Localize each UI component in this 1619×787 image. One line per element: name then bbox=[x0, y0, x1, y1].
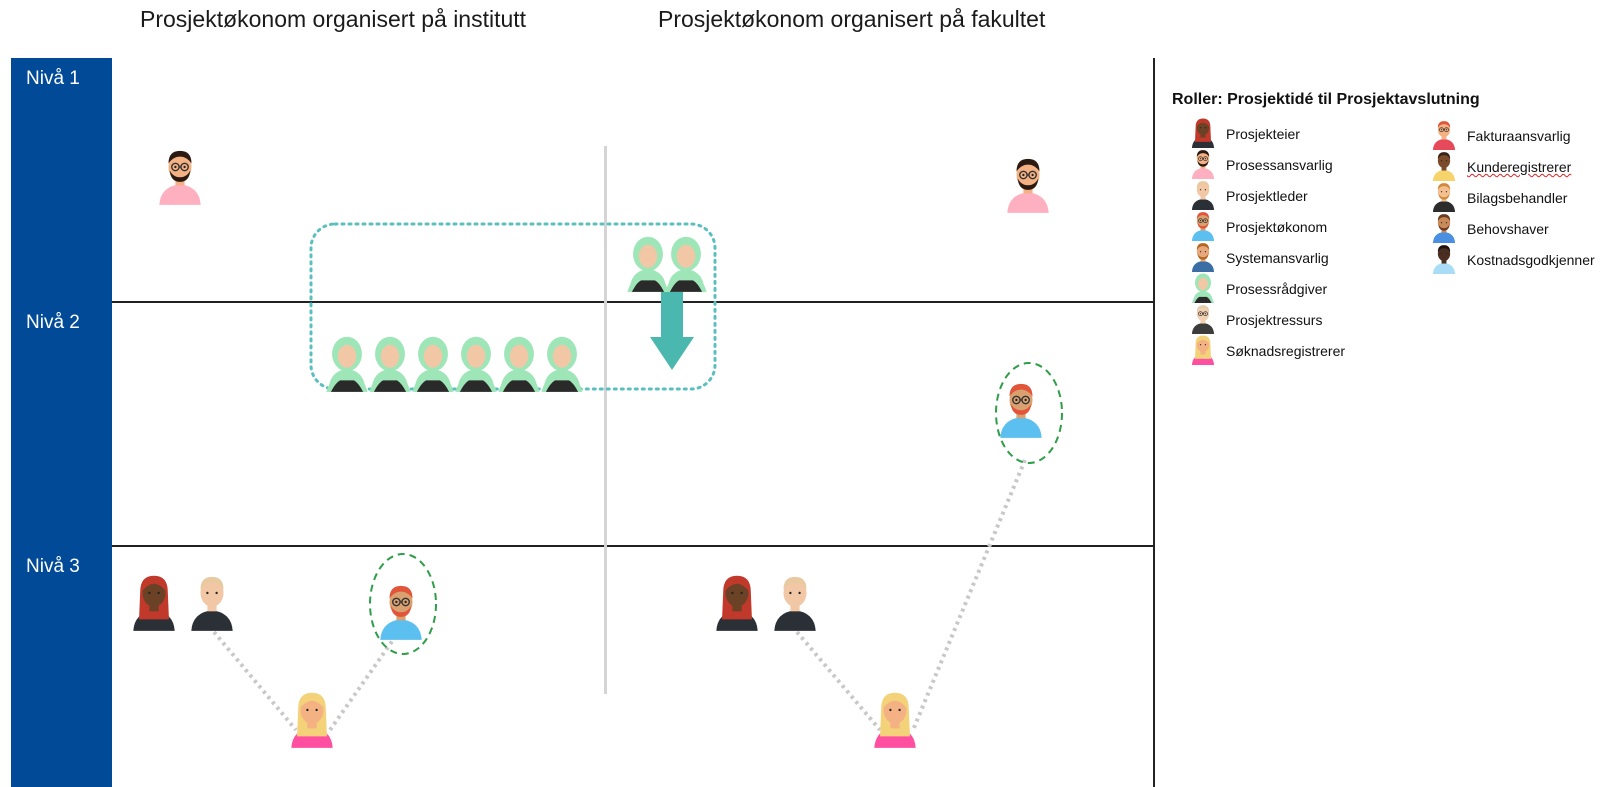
legend-item: Fakturaansvarlig bbox=[1431, 120, 1571, 151]
legend-label: Prosjekteier bbox=[1226, 126, 1300, 142]
connector-line bbox=[212, 630, 298, 732]
connector-line bbox=[328, 628, 402, 732]
prosessradgiver-person bbox=[367, 332, 413, 397]
legend-divider bbox=[1153, 58, 1155, 787]
prosjektokonom-person bbox=[998, 378, 1044, 443]
kostnadsgodkjenner-icon bbox=[1431, 242, 1457, 279]
highlight-ellipse bbox=[995, 362, 1063, 464]
legend-item: Prosjektleder bbox=[1190, 180, 1308, 211]
level-divider-2-3 bbox=[112, 545, 1154, 547]
prosessradgiver-person bbox=[625, 232, 671, 297]
prosjektleder-person bbox=[189, 571, 235, 636]
move-down-arrow bbox=[650, 288, 694, 370]
level-1-band: Nivå 1 bbox=[11, 58, 112, 302]
prosjektokonom-icon bbox=[1190, 209, 1216, 246]
legend-label: Prosjektleder bbox=[1226, 188, 1308, 204]
prosessradgiver-person bbox=[496, 332, 542, 397]
prosessansvarlig-icon bbox=[1190, 147, 1216, 184]
legend-label: Prosessrådgiver bbox=[1226, 281, 1328, 297]
prosjekteier-person bbox=[714, 571, 760, 636]
legend-label: Kostnadsgodkjenner bbox=[1467, 252, 1595, 268]
title-fakultet: Prosjektøkonom organisert på fakultet bbox=[658, 6, 1046, 32]
legend-item: Prosjektøkonom bbox=[1190, 211, 1328, 242]
prosjekteier-person bbox=[131, 571, 177, 636]
systemansvarlig-icon bbox=[1190, 240, 1216, 277]
prosessradgiver-person bbox=[453, 332, 499, 397]
behovshaver-icon bbox=[1431, 211, 1457, 248]
prosjektokonom-person bbox=[378, 580, 424, 645]
bilagsbehandler-icon bbox=[1431, 180, 1457, 217]
prosjektressurs-icon bbox=[1190, 302, 1216, 339]
legend-label: Behovshaver bbox=[1467, 221, 1549, 237]
legend-item: Kunderegistrerer bbox=[1431, 151, 1572, 182]
legend-label: Systemansvarlig bbox=[1226, 250, 1329, 266]
legend-item: Kostnadsgodkjenner bbox=[1431, 244, 1595, 275]
prosessradgiver-icon bbox=[1190, 271, 1216, 308]
fakturaansvarlig-icon bbox=[1431, 118, 1457, 155]
level-2-band: Nivå 2 bbox=[11, 302, 112, 546]
legend-label: Prosessansvarlig bbox=[1226, 157, 1333, 173]
legend-label: Søknadsregistrerer bbox=[1226, 343, 1346, 359]
soknadsregistrerer-person bbox=[872, 688, 918, 753]
legend-label: Fakturaansvarlig bbox=[1467, 128, 1571, 144]
connector-line bbox=[795, 630, 882, 732]
prosessradgiver-person bbox=[324, 332, 370, 397]
legend-item: Behovshaver bbox=[1431, 213, 1549, 244]
legend-item: Bilagsbehandler bbox=[1431, 182, 1568, 213]
legend-item: Prosessansvarlig bbox=[1190, 149, 1333, 180]
soknadsregistrerer-person bbox=[289, 688, 335, 753]
highlight-ellipse bbox=[369, 553, 437, 655]
prosessansvarlig-person bbox=[157, 145, 203, 210]
legend-label: Prosjektøkonom bbox=[1226, 219, 1328, 235]
legend-label: Bilagsbehandler bbox=[1467, 190, 1568, 206]
soknadsregistrerer-icon bbox=[1190, 333, 1216, 370]
legend-label: Kunderegistrerer bbox=[1467, 159, 1572, 175]
prosessradgiver-person bbox=[539, 332, 585, 397]
legend-item: Søknadsregistrerer bbox=[1190, 334, 1346, 366]
level-3-band: Nivå 3 bbox=[11, 546, 112, 787]
prosjektleder-person bbox=[772, 571, 818, 636]
legend-item: Prosjekteier bbox=[1190, 117, 1300, 149]
prosessradgiver-group-box bbox=[309, 222, 717, 391]
title-institutt: Prosjektøkonom organisert på institutt bbox=[140, 6, 527, 32]
column-divider bbox=[604, 146, 607, 694]
legend-item: Prosessrådgiver bbox=[1190, 272, 1328, 304]
prosjekteier-icon bbox=[1190, 116, 1216, 153]
prosessradgiver-person bbox=[410, 332, 456, 397]
legend-label: Prosjektressurs bbox=[1226, 312, 1323, 328]
prosjektleder-icon bbox=[1190, 178, 1216, 215]
prosessansvarlig-person bbox=[1005, 153, 1051, 218]
legend-title: Roller: Prosjektidé til Prosjektavslutni… bbox=[1172, 91, 1480, 108]
connector-line bbox=[911, 459, 1027, 731]
legend-item: Systemansvarlig bbox=[1190, 242, 1329, 273]
legend-item: Prosjektressurs bbox=[1190, 304, 1323, 335]
kunderegistrerer-icon bbox=[1431, 149, 1457, 186]
level-divider-1-2 bbox=[112, 301, 1154, 303]
prosessradgiver-person bbox=[663, 232, 709, 297]
